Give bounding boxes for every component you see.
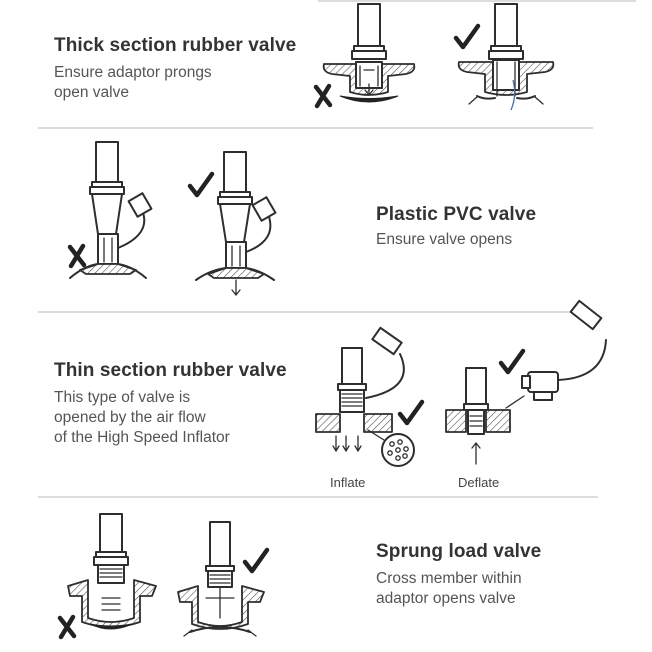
cross-mark-icon <box>57 614 77 640</box>
section-desc-pvc: Ensure valve opens <box>376 231 513 248</box>
section-title-thin-rubber: Thin section rubber valve <box>54 360 287 381</box>
cross-mark-icon <box>67 243 87 269</box>
check-mark-icon <box>187 171 215 198</box>
caption-deflate: Deflate <box>458 475 500 490</box>
caption-inflate: Inflate <box>330 475 366 490</box>
section-title-sprung: Sprung load valve <box>376 541 542 562</box>
check-mark-icon <box>498 348 526 375</box>
check-mark-icon <box>242 547 270 574</box>
section-title-thick-rubber: Thick section rubber valve <box>54 35 297 56</box>
cross-mark-icon <box>313 83 333 109</box>
thin-valve-deflate-illustration <box>445 299 607 465</box>
section-desc-thin-rubber: This type of valve is opened by the air … <box>54 389 230 446</box>
thick-valve-incorrect-illustration <box>322 3 416 103</box>
thin-valve-inflate-illustration <box>315 326 415 467</box>
divider-3 <box>38 496 598 498</box>
thick-valve-correct-illustration <box>457 3 555 111</box>
check-mark-icon <box>453 23 481 50</box>
sprung-valve-correct-illustration <box>177 521 265 637</box>
section-desc-thick-rubber: Ensure adaptor prongs open valve <box>54 64 212 101</box>
check-mark-icon <box>397 399 425 426</box>
sprung-valve-incorrect-illustration <box>67 513 157 630</box>
divider-1 <box>38 127 593 129</box>
section-desc-sprung: Cross member within adaptor opens valve <box>376 570 522 607</box>
divider-top <box>318 0 636 2</box>
pvc-valve-incorrect-illustration <box>69 141 153 279</box>
pvc-valve-correct-illustration <box>195 151 277 297</box>
section-title-pvc: Plastic PVC valve <box>376 204 537 225</box>
divider-2 <box>38 311 593 313</box>
